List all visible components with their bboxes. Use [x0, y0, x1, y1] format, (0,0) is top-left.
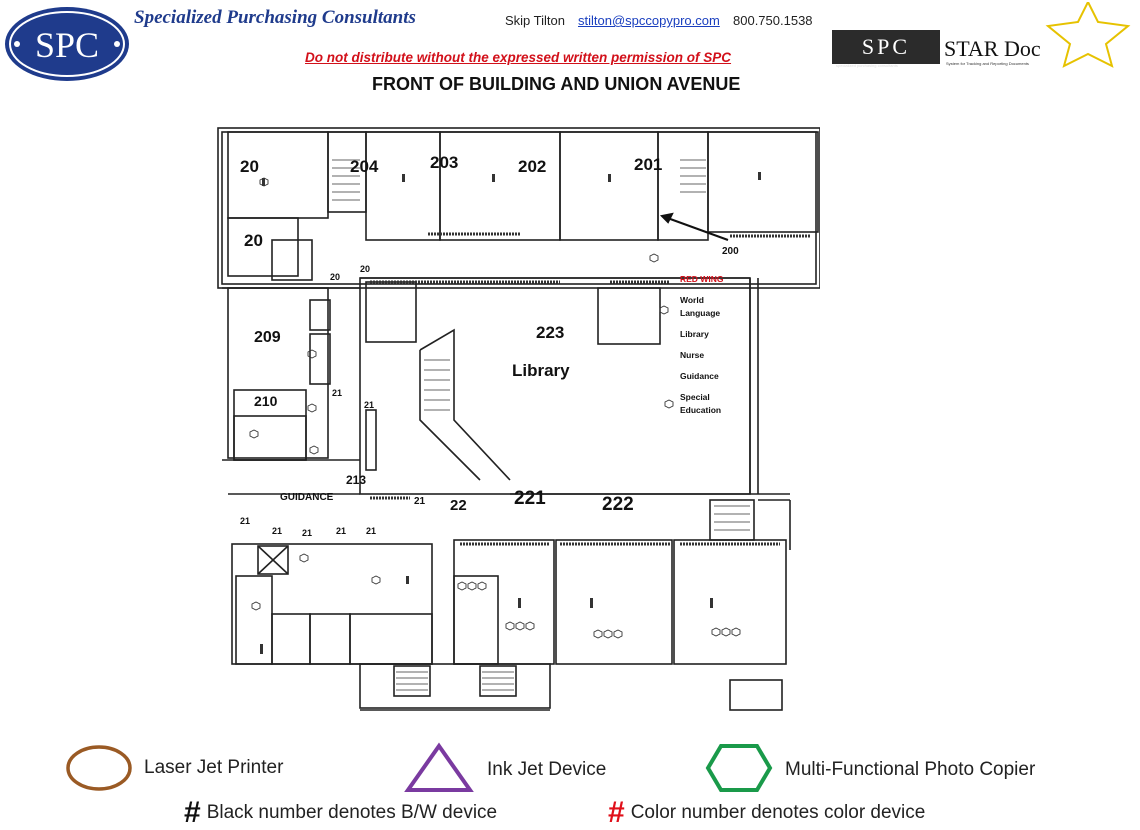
room-label-210: 210	[254, 393, 278, 409]
room-label-21e: 21	[272, 526, 282, 536]
room-label-20b: 20	[244, 231, 263, 250]
room-label-21c: 21	[414, 496, 426, 507]
red-wing-item-2: Library	[680, 329, 709, 339]
room-label-20c: 20	[330, 272, 340, 282]
red-wing-item-1: Language	[680, 308, 720, 318]
stardoc-title: STAR Doc	[944, 36, 1041, 61]
contact-phone: 800.750.1538	[733, 13, 813, 28]
room-label-21f: 21	[302, 528, 312, 538]
red-wing-item-6: Education	[680, 405, 721, 415]
room-label-209: 209	[254, 329, 281, 346]
stardoc-subtitle-right: System for Tracking and Reporting Docume…	[946, 61, 1029, 66]
floor-plan: 20 204 203 202 201 20 200 20 20 209 223 …	[217, 127, 820, 711]
spc-logo: SPC	[5, 7, 129, 81]
legend-inkjet-label: Ink Jet Device	[487, 759, 607, 780]
distribution-warning: Do not distribute without the expressed …	[305, 50, 732, 65]
room-label-library: Library	[512, 361, 570, 380]
company-name: Specialized Purchasing Consultants	[134, 7, 416, 28]
room-label-21g: 21	[336, 526, 346, 536]
room-label-201: 201	[634, 155, 662, 174]
legend-laser-label: Laser Jet Printer	[144, 757, 284, 778]
legend-bw-text: Black number denotes B/W device	[206, 802, 498, 823]
room-label-20a: 20	[240, 157, 259, 176]
legend-copier-label: Multi-Functional Photo Copier	[785, 759, 1036, 780]
room-label-21h: 21	[366, 526, 376, 536]
hash-red-icon: #	[608, 796, 625, 829]
red-wing-title: RED WING	[680, 274, 724, 284]
legend-color-note: #Color number denotes color device	[608, 796, 925, 830]
room-label-21d: 21	[240, 516, 250, 526]
room-label-203: 203	[430, 153, 458, 172]
spc-logo-text: SPC	[35, 25, 99, 65]
stardoc-spc-text: SPC	[862, 34, 910, 59]
legend-color-text: Color number denotes color device	[630, 802, 926, 823]
laser-printer-icon	[66, 745, 132, 791]
red-wing-item-5: Special	[680, 392, 710, 402]
stardoc-subtitle-left: specialized purchasing consultants	[836, 63, 898, 68]
room-label-guidance: GUIDANCE	[280, 492, 334, 503]
ink-jet-icon	[404, 742, 474, 792]
page-title: FRONT OF BUILDING AND UNION AVENUE	[372, 74, 741, 94]
star-icon	[1045, 2, 1131, 68]
photo-copier-icon	[705, 744, 773, 792]
room-label-221: 221	[514, 488, 546, 509]
room-label-200: 200	[722, 246, 739, 257]
room-label-20d: 20	[360, 264, 370, 274]
contact-email[interactable]: stilton@spccopypro.com	[578, 13, 720, 28]
room-label-21a: 21	[332, 388, 342, 398]
stardoc-logo: SPC STAR Doc specialized purchasing cons…	[832, 2, 1131, 68]
room-label-22: 22	[450, 497, 467, 514]
contact-name: Skip Tilton	[505, 13, 565, 28]
room-label-204: 204	[350, 157, 379, 176]
room-label-213: 213	[346, 473, 366, 487]
hash-black-icon: #	[184, 796, 201, 829]
red-wing-item-4: Guidance	[680, 371, 719, 381]
red-wing-item-3: Nurse	[680, 350, 704, 360]
room-label-21b: 21	[364, 400, 374, 410]
room-label-222: 222	[602, 494, 634, 515]
room-label-223: 223	[536, 323, 564, 342]
room-label-202: 202	[518, 157, 546, 176]
red-wing-item-0: World	[680, 295, 704, 305]
legend-bw-note: #Black number denotes B/W device	[184, 796, 497, 830]
